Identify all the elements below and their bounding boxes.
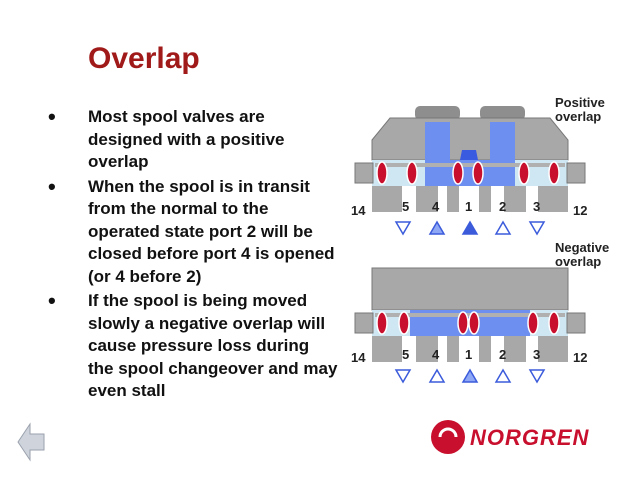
logo-text: NORGREN <box>470 425 590 450</box>
port-block <box>538 336 568 362</box>
negative-overlap-valve: Negative overlap 14 5 4 1 2 3 12 <box>351 240 609 384</box>
port-label-3: 3 <box>533 199 540 214</box>
seal <box>457 311 469 335</box>
end-cap-14 <box>354 162 374 184</box>
positive-label: Positive <box>555 95 605 110</box>
positive-label-2: overlap <box>555 109 601 124</box>
norgren-logo: NORGREN <box>430 417 620 462</box>
port-label-5: 5 <box>402 347 409 362</box>
bullet-item: • Most spool valves are designed with a p… <box>48 104 338 174</box>
pressure-channel-left <box>425 122 450 160</box>
seal <box>376 161 388 185</box>
pilot-cap-left <box>415 106 460 120</box>
positive-overlap-valve: Positive overlap 14 5 4 <box>351 95 605 236</box>
port-block <box>538 186 568 212</box>
supply-arrow-icon <box>461 368 479 383</box>
supply-arrow-icon <box>461 220 479 235</box>
port-block <box>479 336 491 362</box>
supply-channel <box>460 150 478 160</box>
negative-label-2: overlap <box>555 254 601 269</box>
slide-title: Overlap <box>88 42 200 75</box>
seal <box>468 311 480 335</box>
port-block <box>372 336 402 362</box>
port-label-14: 14 <box>351 350 366 365</box>
port-label-12: 12 <box>573 203 587 218</box>
seal <box>406 161 418 185</box>
exhaust-arrow-icon <box>528 221 546 236</box>
seal <box>472 161 484 185</box>
end-cap-14 <box>354 312 374 334</box>
bullet-dot-icon: • <box>48 104 56 129</box>
flow-arrow-icon <box>428 368 446 383</box>
port-label-2: 2 <box>499 199 506 214</box>
bullet-dot-icon: • <box>48 288 56 313</box>
bullet-item: • When the spool is in transit from the n… <box>48 173 338 289</box>
port-label-3: 3 <box>533 347 540 362</box>
flow-arrow-icon <box>428 220 446 235</box>
bullet-item: • If the spool is being moved slowly a ne… <box>48 288 338 403</box>
seal <box>376 311 388 335</box>
valve-body-top <box>371 267 569 311</box>
port-block <box>504 186 526 212</box>
port-block <box>447 186 459 212</box>
end-cap-12 <box>566 312 586 334</box>
bullet-text: If the spool is being moved slowly a neg… <box>88 291 338 400</box>
port-label-1: 1 <box>465 347 472 362</box>
port-label-14: 14 <box>351 203 366 218</box>
port-block <box>447 336 459 362</box>
negative-label: Negative <box>555 240 609 255</box>
seal <box>452 161 464 185</box>
bullet-text: When the spool is in transit from the no… <box>88 176 335 286</box>
port-block <box>416 336 438 362</box>
port-label-4: 4 <box>432 347 440 362</box>
port-label-2: 2 <box>499 347 506 362</box>
exhaust-arrow-icon <box>528 369 546 384</box>
port-block <box>504 336 526 362</box>
seal <box>527 311 539 335</box>
port-label-1: 1 <box>465 199 472 214</box>
port-block <box>416 186 438 212</box>
pressure-channel-right <box>490 122 515 160</box>
seal <box>548 311 560 335</box>
exhaust-arrow-icon <box>394 369 412 384</box>
port-label-5: 5 <box>402 199 409 214</box>
spool-rod <box>375 163 565 167</box>
port-block <box>372 186 402 212</box>
end-cap-12 <box>566 162 586 184</box>
seal <box>398 311 410 335</box>
pilot-cap-right <box>480 106 525 120</box>
bullet-list: • Most spool valves are designed with a p… <box>48 104 338 405</box>
seal <box>518 161 530 185</box>
seal <box>548 161 560 185</box>
flow-arrow-icon <box>494 368 512 383</box>
bullet-dot-icon: • <box>48 173 56 199</box>
port-label-4: 4 <box>432 199 440 214</box>
port-label-12: 12 <box>573 350 587 365</box>
flow-arrow-icon <box>494 220 512 235</box>
exhaust-arrow-icon <box>394 221 412 236</box>
port-block <box>479 186 491 212</box>
back-arrow-icon[interactable] <box>16 420 46 464</box>
norgren-logo-mark: NORGREN <box>431 420 590 454</box>
bullet-text: Most spool valves are designed with a po… <box>88 107 285 171</box>
